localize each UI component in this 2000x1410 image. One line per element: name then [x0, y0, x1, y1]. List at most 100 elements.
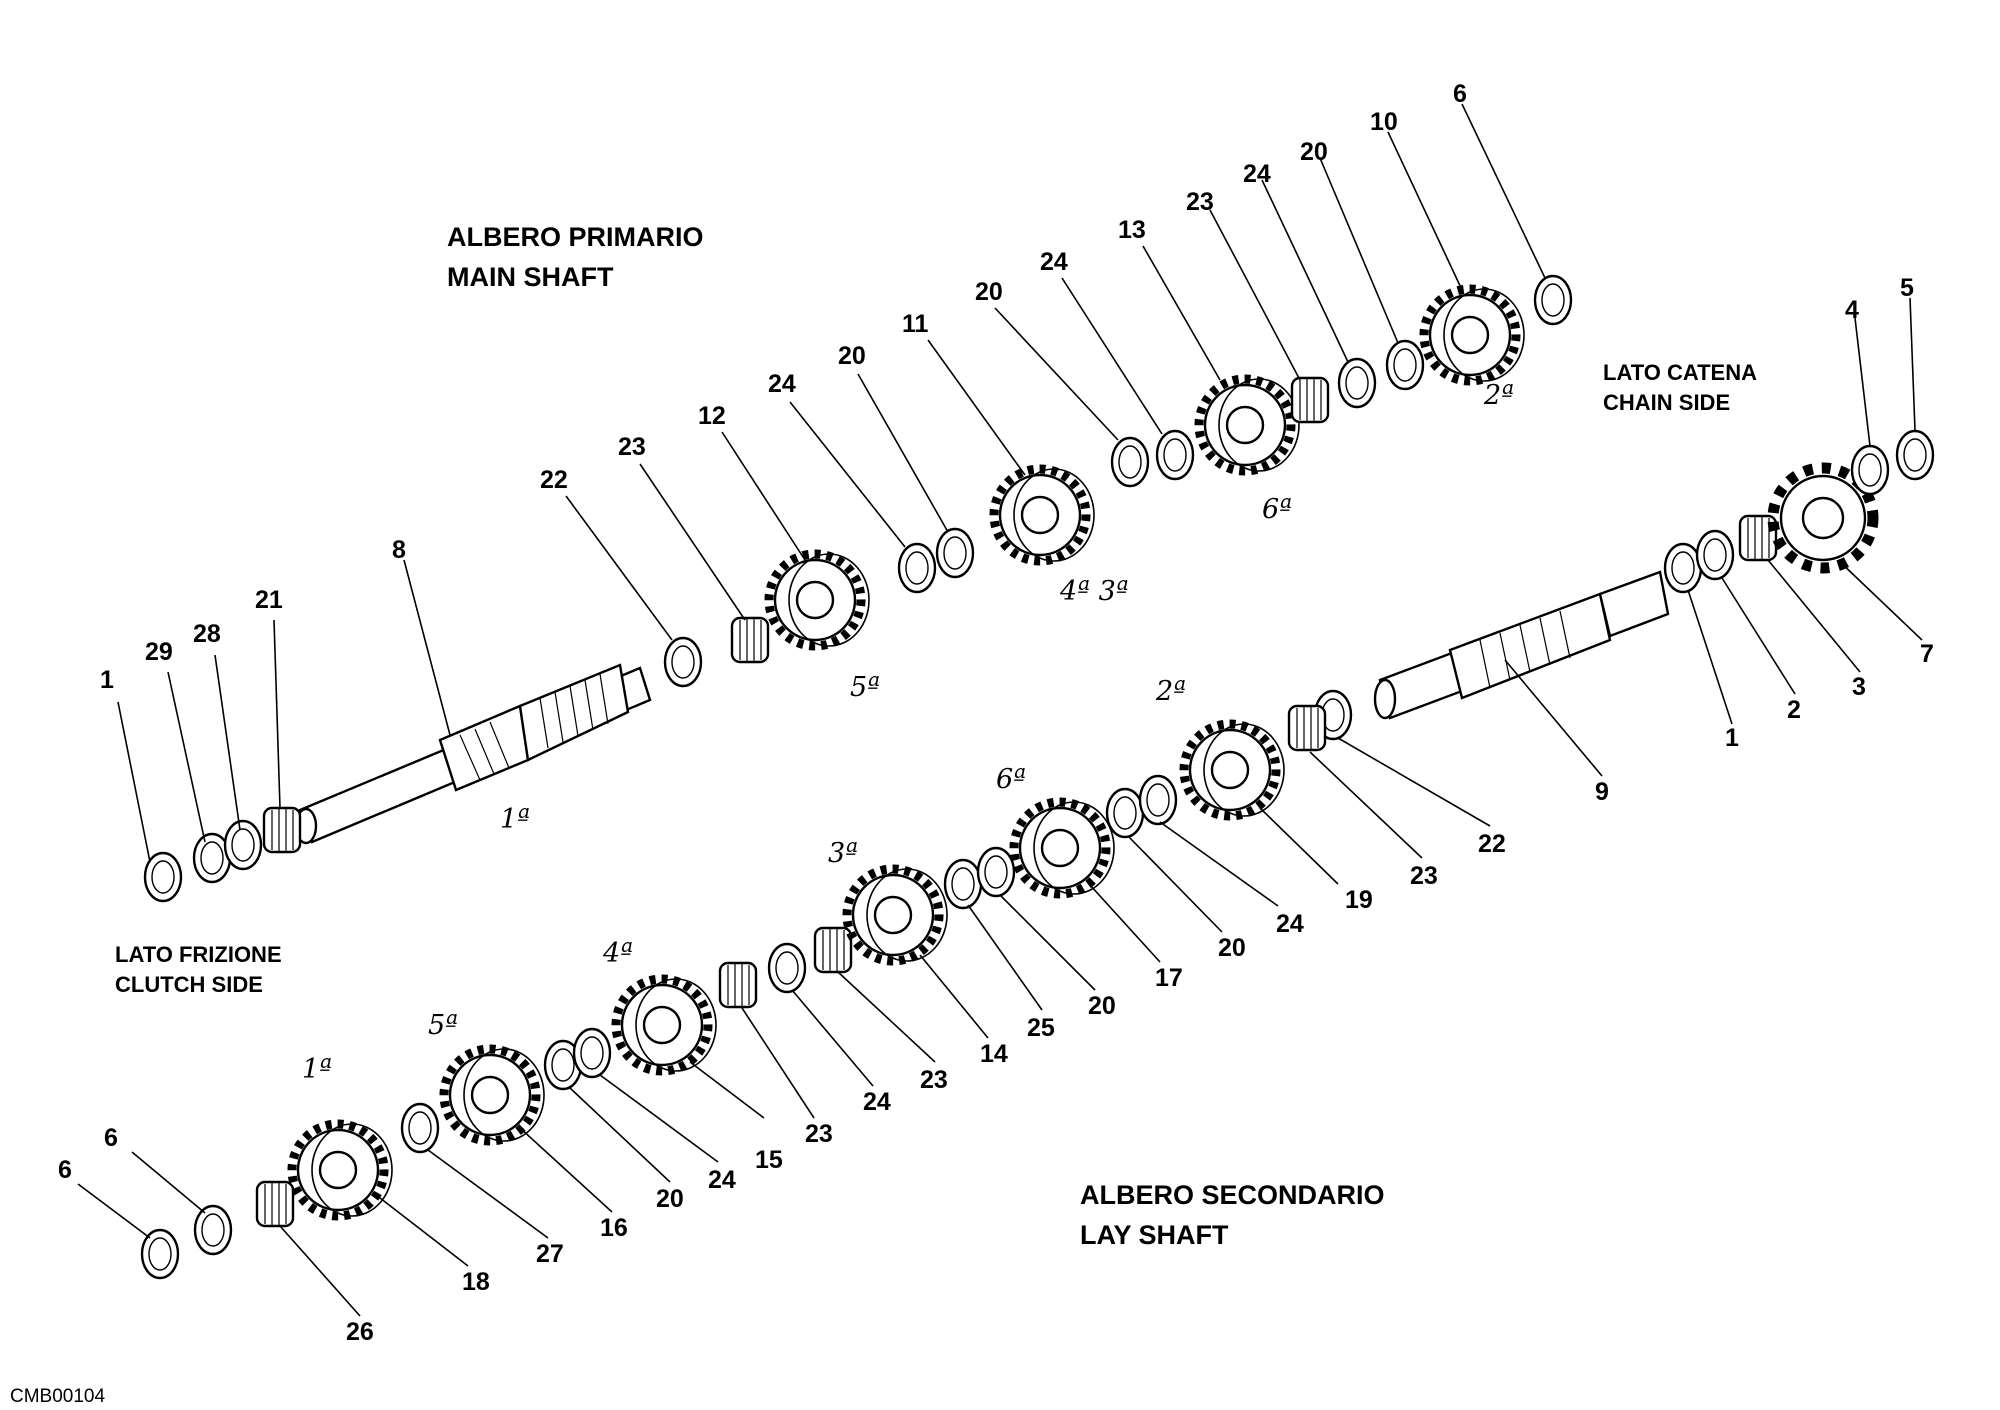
sprocket-icon	[1767, 462, 1879, 574]
gear-label-main-2: 2ª	[1483, 380, 1514, 411]
washer-icon	[943, 858, 983, 910]
callout-main-24: 24	[768, 370, 796, 398]
callout-chain-9: 9	[1595, 778, 1609, 806]
callout-chain-4: 4	[1845, 296, 1859, 324]
callout-lay-24b: 24	[863, 1088, 891, 1116]
callout-main-24c: 24	[1243, 160, 1271, 188]
washer-icon	[1895, 429, 1935, 481]
gear-label-main-4-3: 4ª 3ª	[1059, 576, 1129, 607]
callout-lay-19: 19	[1345, 886, 1373, 914]
main-shaft-assembly	[143, 274, 1573, 903]
callout-chain-22: 22	[1478, 830, 1506, 858]
needle-bearing-icon	[813, 926, 853, 974]
callout-lay-20c: 20	[1218, 934, 1246, 962]
callout-lay-16: 16	[600, 1214, 628, 1242]
leader-lines	[77, 103, 1923, 1317]
washer-icon	[1138, 774, 1178, 826]
callout-lay-6b: 6	[104, 1124, 118, 1152]
washer-icon	[897, 542, 937, 594]
gear-icon	[1184, 724, 1284, 816]
callout-main-20b: 20	[975, 278, 1003, 306]
gear-label-lay-6: 6ª	[996, 764, 1026, 795]
lay-shaft-title-en: LAY SHAFT	[1080, 1220, 1229, 1250]
callout-main-21: 21	[255, 586, 283, 614]
washer-icon	[1337, 357, 1377, 409]
gear-icon	[616, 979, 716, 1071]
circlip-icon	[935, 527, 975, 579]
circlip-icon	[976, 846, 1016, 898]
callout-lay-27: 27	[536, 1240, 564, 1268]
clutch-side-label-it: LATO FRIZIONE	[115, 942, 282, 967]
callout-chain-3: 3	[1852, 673, 1866, 701]
gear-icon	[994, 469, 1094, 561]
needle-bearing-icon	[1287, 704, 1327, 752]
callout-lay-14: 14	[980, 1040, 1008, 1068]
callout-main-23: 23	[618, 433, 646, 461]
callout-main-1: 1	[100, 666, 114, 694]
callout-lay-23b: 23	[920, 1066, 948, 1094]
callout-lay-24a: 24	[708, 1166, 736, 1194]
chain-side-assembly	[1287, 429, 1935, 752]
lay-shaft-callouts: 6 6 26 18 27 16 20 24 15 23 24 23 14 25 …	[58, 886, 1373, 1346]
lay-gear-labels: 1ª 5ª 4ª 3ª 6ª 2ª	[302, 676, 1186, 1085]
gear-label-main-6: 6ª	[1262, 494, 1292, 525]
circlip-icon	[1695, 529, 1735, 581]
gear-label-lay-2: 2ª	[1155, 676, 1186, 707]
callout-lay-17: 17	[1155, 964, 1183, 992]
callout-lay-25: 25	[1027, 1014, 1055, 1042]
clutch-side-label-en: CLUTCH SIDE	[115, 972, 263, 997]
callout-main-20a: 20	[838, 342, 866, 370]
callout-main-6: 6	[1453, 80, 1467, 108]
lay-shaft-title-it: ALBERO SECONDARIO	[1080, 1180, 1385, 1210]
callout-main-29: 29	[145, 638, 173, 666]
needle-bearing-icon	[730, 616, 770, 664]
gear-icon	[1199, 379, 1299, 471]
needle-bearing-icon	[1290, 376, 1330, 424]
callout-lay-20b: 20	[1088, 992, 1116, 1020]
callout-chain-2: 2	[1787, 696, 1801, 724]
gear-label-lay-4: 4ª	[602, 938, 633, 969]
main-shaft-callouts: 1 29 28 21 8 22 23 12 24 20 11 20 24 13 …	[100, 80, 1467, 694]
gear-icon	[847, 869, 947, 961]
main-shaft-title-it: ALBERO PRIMARIO	[447, 222, 704, 252]
callout-lay-26: 26	[346, 1318, 374, 1346]
chain-side-label-en: CHAIN SIDE	[1603, 390, 1730, 415]
callout-chain-23: 23	[1410, 862, 1438, 890]
callout-main-20c: 20	[1300, 138, 1328, 166]
gear-label-main-5: 5ª	[850, 672, 880, 703]
main-gear-labels: 1ª 5ª 4ª 3ª 6ª 2ª	[500, 380, 1514, 835]
callout-lay-18: 18	[462, 1268, 490, 1296]
callout-main-8: 8	[392, 536, 406, 564]
callout-main-12: 12	[698, 402, 726, 430]
gear-icon	[1014, 802, 1114, 894]
needle-bearing-icon	[262, 806, 302, 854]
gear-icon	[444, 1049, 544, 1141]
gear-icon	[769, 554, 869, 646]
callout-chain-1: 1	[1725, 724, 1739, 752]
washer-icon	[663, 636, 703, 688]
callout-main-10: 10	[1370, 108, 1398, 136]
washer-icon	[1533, 274, 1573, 326]
gear-label-lay-3: 3ª	[828, 838, 858, 869]
washer-icon	[1850, 444, 1890, 496]
washer-icon	[223, 819, 263, 871]
washer-icon	[1663, 542, 1703, 594]
gear-icon	[292, 1124, 392, 1216]
gear-label-lay-5: 5ª	[428, 1010, 458, 1041]
callout-main-22: 22	[540, 466, 568, 494]
washer-icon	[400, 1102, 440, 1154]
callout-main-11: 11	[902, 310, 929, 338]
circlip-icon	[1105, 787, 1145, 839]
callout-lay-15: 15	[755, 1146, 783, 1174]
shaft-icon	[1373, 570, 1670, 720]
circlip-icon	[1385, 339, 1425, 391]
gear-icon	[1424, 289, 1524, 381]
needle-bearing-icon	[255, 1180, 295, 1228]
washer-icon	[193, 1204, 233, 1256]
callout-main-13: 13	[1118, 216, 1146, 244]
chain-side-label-it: LATO CATENA	[1603, 360, 1757, 385]
gear-label-main-1: 1ª	[500, 804, 530, 835]
gear-label-lay-1: 1ª	[302, 1054, 332, 1085]
callout-chain-7: 7	[1920, 640, 1934, 668]
